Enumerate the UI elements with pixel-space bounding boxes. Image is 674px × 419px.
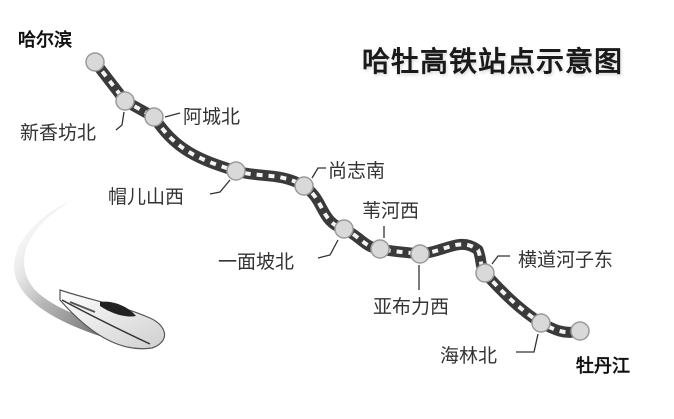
station-dot-weihexi: [370, 239, 390, 259]
station-label-achengbei: 阿城北: [183, 106, 241, 128]
station-label-maoershanxi: 帽儿山西: [108, 186, 185, 208]
station-dot-maoershanxi: [226, 161, 246, 181]
station-label-weihexi: 苇河西: [362, 200, 420, 222]
station-dot-shangzhinan: [294, 176, 314, 196]
station-dot-hailinbei: [531, 313, 551, 333]
station-dot-mudanjiang: [570, 321, 590, 341]
station-label-xinxiangfangbei: 新香坊北: [20, 122, 97, 144]
station-label-hengdaohezidong: 横道河子东: [518, 249, 614, 271]
station-dot-harbin: [85, 52, 105, 72]
station-dot-yabulixi: [410, 244, 430, 264]
map-title: 哈牡高铁站点示意图: [362, 45, 624, 78]
leader-lines: [115, 111, 539, 353]
station-label-yabulixi: 亚布力西: [373, 296, 450, 318]
station-dot-yimianpobei: [334, 219, 354, 239]
terminal-label-mudanjiang: 牡丹江: [576, 356, 630, 377]
station-label-shangzhinan: 尚志南: [328, 160, 386, 182]
terminal-label-harbin: 哈尔滨: [18, 30, 72, 51]
station-label-hailinbei: 海林北: [440, 345, 498, 367]
station-dot-achengbei: [144, 107, 164, 127]
station-dot-xinxiangfangbei: [115, 91, 135, 111]
station-label-yimianpobei: 一面坡北: [218, 251, 295, 273]
high-speed-train-icon: [14, 200, 166, 350]
station-markers: [85, 52, 590, 341]
station-dot-hengdaohezidong: [475, 263, 495, 283]
